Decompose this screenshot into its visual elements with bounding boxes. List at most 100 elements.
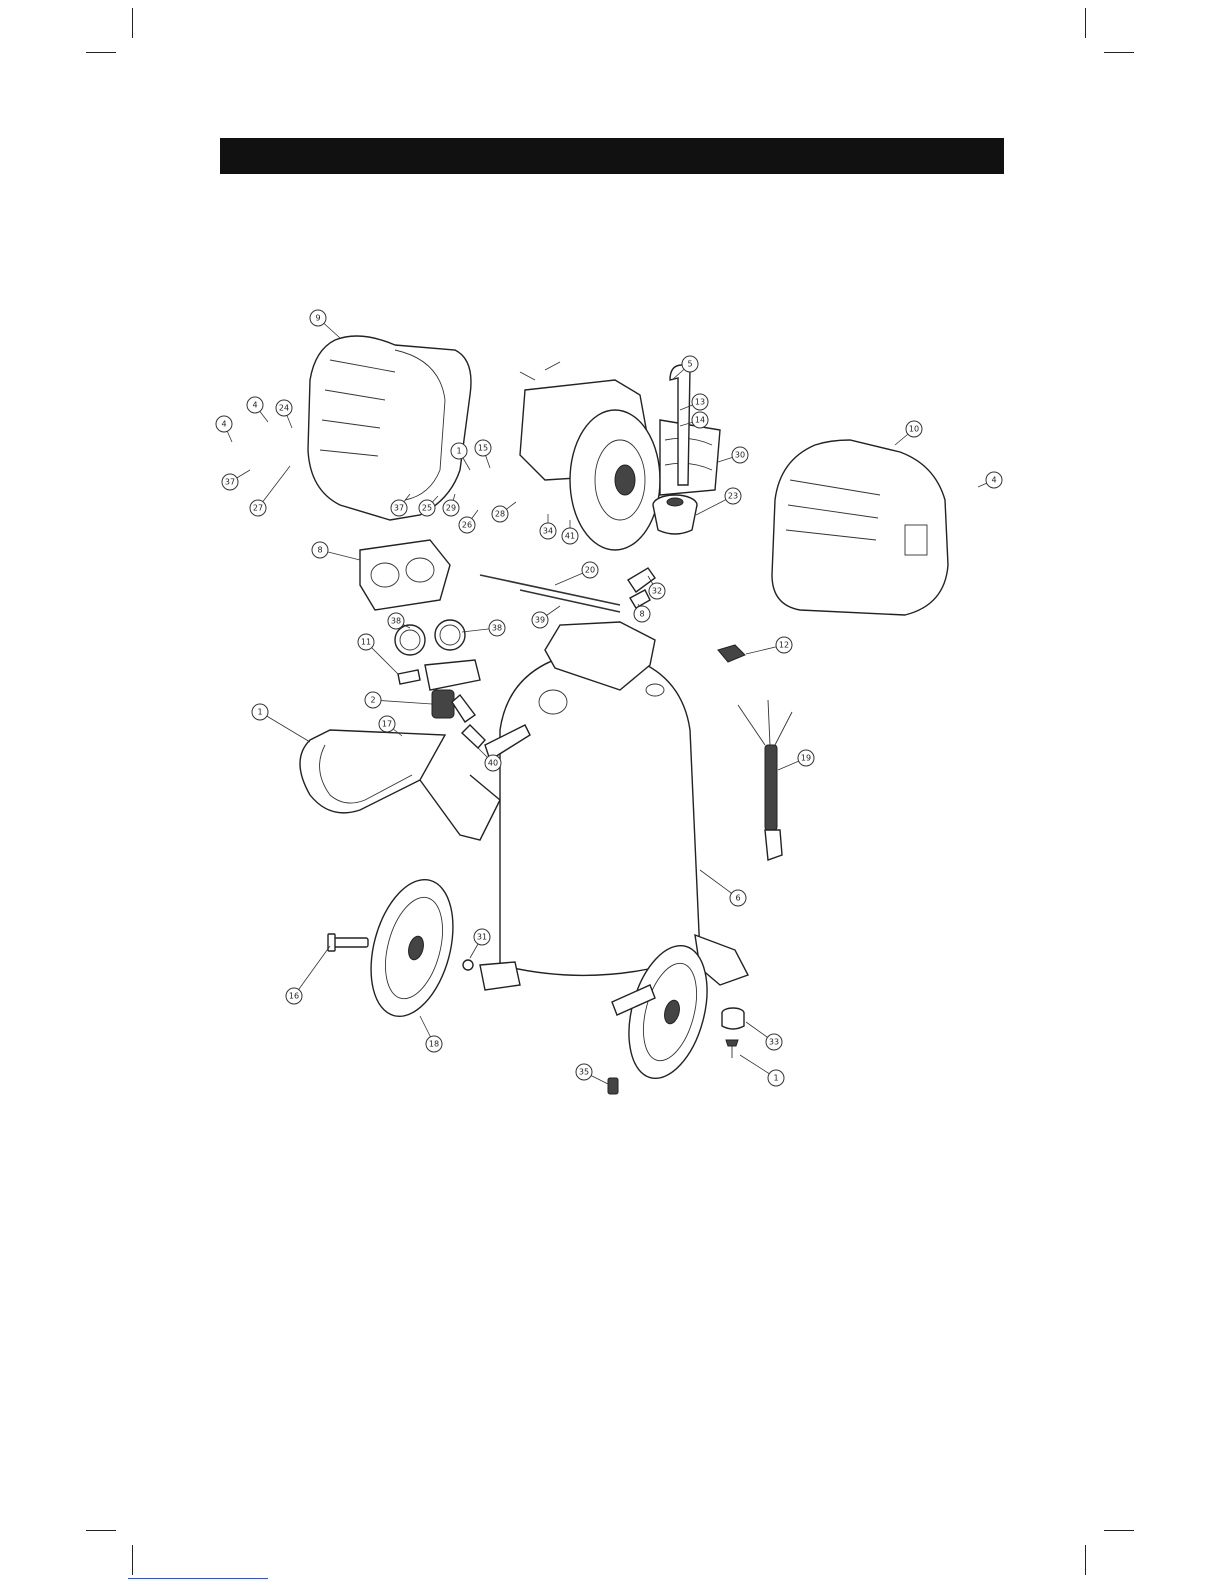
callout-number: 1: [257, 708, 262, 717]
pressure-gauges-part: [395, 620, 465, 655]
callout-number: 40: [488, 759, 498, 768]
callout-number: 16: [289, 992, 299, 1001]
callout-10: 10: [906, 421, 922, 437]
callout-32: 32: [649, 583, 665, 599]
callout-number: 27: [253, 504, 263, 513]
callout-number: 17: [382, 720, 392, 729]
air-filter-part: [653, 495, 697, 534]
callout-number: 9: [315, 314, 320, 323]
callout-number: 2: [370, 696, 375, 705]
callout-number: 5: [687, 360, 692, 369]
callout-31: 31: [474, 929, 490, 945]
callout-number: 19: [801, 754, 811, 763]
callout-4: 4: [216, 416, 232, 432]
handle-part: [300, 725, 530, 840]
callout-number: 4: [221, 420, 226, 429]
callout-28: 28: [492, 506, 508, 522]
callout-33: 33: [766, 1034, 782, 1050]
callout-19: 19: [798, 750, 814, 766]
leader-line-2: [373, 700, 432, 704]
callout-5: 5: [682, 356, 698, 372]
callout-number: 8: [639, 610, 644, 619]
callout-number: 12: [779, 641, 789, 650]
right-shroud-part: [772, 440, 948, 615]
footer-link-underline: [128, 1578, 268, 1579]
tubes-part: [480, 575, 620, 612]
drain-valve-part: [608, 1078, 618, 1094]
callout-20: 20: [582, 562, 598, 578]
callout-18: 18: [426, 1036, 442, 1052]
callout-number: 37: [394, 504, 404, 513]
callout-number: 35: [579, 1068, 589, 1077]
nut-part: [463, 960, 473, 970]
callout-1: 1: [252, 704, 268, 720]
callout-number: 24: [279, 404, 289, 413]
callout-number: 6: [735, 894, 740, 903]
callout-4: 4: [247, 397, 263, 413]
callout-13: 13: [692, 394, 708, 410]
callout-number: 41: [565, 532, 575, 541]
callout-15: 15: [475, 440, 491, 456]
callout-number: 26: [462, 521, 472, 530]
callout-34: 34: [540, 523, 556, 539]
callout-number: 33: [769, 1038, 779, 1047]
callout-number: 23: [728, 492, 738, 501]
callout-39: 39: [532, 612, 548, 628]
callout-number: 39: [535, 616, 545, 625]
callout-number: 15: [478, 444, 488, 453]
callout-number: 20: [585, 566, 595, 575]
callout-9: 9: [310, 310, 326, 326]
callout-26: 26: [459, 517, 475, 533]
leader-line-16: [294, 946, 330, 996]
pressure-switch-part: [718, 645, 745, 662]
callout-number: 34: [543, 527, 553, 536]
callout-number: 10: [909, 425, 919, 434]
callout-number: 18: [429, 1040, 439, 1049]
callout-37: 37: [222, 474, 238, 490]
callout-37: 37: [391, 500, 407, 516]
callout-25: 25: [419, 500, 435, 516]
left-wheel-part: [357, 871, 467, 1026]
callout-16: 16: [286, 988, 302, 1004]
callout-1: 1: [451, 443, 467, 459]
callout-30: 30: [732, 447, 748, 463]
callout-35: 35: [576, 1064, 592, 1080]
manifold-cover-part: [360, 540, 450, 610]
callout-number: 8: [317, 546, 322, 555]
callout-number: 32: [652, 587, 662, 596]
callout-29: 29: [443, 500, 459, 516]
callout-40: 40: [485, 755, 501, 771]
callout-number: 31: [477, 933, 487, 942]
callout-number: 4: [991, 476, 996, 485]
callout-number: 4: [252, 401, 257, 410]
callout-number: 28: [495, 510, 505, 519]
callout-23: 23: [725, 488, 741, 504]
callout-24: 24: [276, 400, 292, 416]
rubber-foot-part: [722, 1008, 744, 1029]
callout-8: 8: [312, 542, 328, 558]
callout-number: 1: [773, 1074, 778, 1083]
callout-6: 6: [730, 890, 746, 906]
callout-number: 30: [735, 451, 745, 460]
callout-4: 4: [986, 472, 1002, 488]
callout-8: 8: [634, 606, 650, 622]
power-cord-part: [738, 700, 792, 860]
callout-number: 13: [695, 398, 705, 407]
callout-41: 41: [562, 528, 578, 544]
callout-14: 14: [692, 412, 708, 428]
callout-17: 17: [379, 716, 395, 732]
callout-number: 38: [391, 617, 401, 626]
axle-bolt-part: [328, 934, 368, 951]
callout-27: 27: [250, 500, 266, 516]
callout-number: 14: [695, 416, 705, 425]
callout-1: 1: [768, 1070, 784, 1086]
callout-11: 11: [358, 634, 374, 650]
callout-number: 11: [361, 638, 371, 647]
callout-number: 37: [225, 478, 235, 487]
callout-2: 2: [365, 692, 381, 708]
callout-number: 29: [446, 504, 456, 513]
callout-number: 1: [456, 447, 461, 456]
callout-38: 38: [388, 613, 404, 629]
small-bolt-part: [726, 1040, 738, 1058]
